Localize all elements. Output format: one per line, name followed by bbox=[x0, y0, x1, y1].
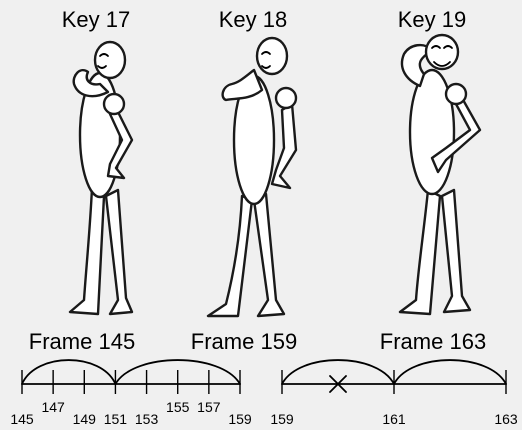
timeline-0-tick-label-149: 149 bbox=[73, 411, 97, 427]
figure-key-19-head bbox=[424, 33, 460, 71]
timeline-1-tick-label-159: 159 bbox=[270, 411, 294, 427]
figure-key-18-head bbox=[255, 36, 289, 76]
timeline-1-arc-1 bbox=[393, 359, 507, 385]
figure-key-17-shoulder bbox=[102, 92, 126, 116]
timeline-1-arc-0 bbox=[281, 359, 395, 385]
figure-key-18-arm-raised bbox=[221, 68, 264, 102]
figure-key-17-leg-right bbox=[104, 188, 134, 316]
figure-key-17-leg-left bbox=[68, 186, 106, 316]
figure-key-18-leg-left bbox=[206, 194, 254, 318]
figure-key-18-leg-right bbox=[252, 192, 286, 318]
figure-key-19-leg-left bbox=[398, 188, 442, 316]
frame-145-label: Frame 145 bbox=[29, 329, 135, 354]
timeline-0-arc-1 bbox=[114, 359, 241, 385]
timeline-0-tick-label-157: 157 bbox=[197, 399, 221, 415]
timeline-0-tick-label-147: 147 bbox=[41, 399, 65, 415]
timeline-0-tick-label-159: 159 bbox=[228, 411, 252, 427]
figure-key-19-face bbox=[431, 45, 453, 67]
timeline-0-tick-label-145: 145 bbox=[10, 411, 34, 427]
figure-key-17 bbox=[68, 40, 134, 316]
frame-159-label: Frame 159 bbox=[191, 329, 297, 354]
timeline-0-tick-label-155: 155 bbox=[166, 399, 190, 415]
key-18-title: Key 18 bbox=[219, 7, 288, 32]
timeline-0-tick-label-153: 153 bbox=[135, 411, 159, 427]
timeline-0-tick-label-151: 151 bbox=[104, 411, 128, 427]
figure-key-19-arm-raised bbox=[400, 43, 434, 88]
timeline-1-tick-label-161: 161 bbox=[382, 411, 406, 427]
timeline-1-tick-label-163: 163 bbox=[494, 411, 518, 427]
timeline-0-arc-0 bbox=[21, 359, 117, 385]
figure-key-17-arm-hip bbox=[106, 106, 134, 180]
timeline-frames-159-163: 159 161 163 bbox=[270, 359, 518, 427]
timeline-frames-145-159: 145 147 149 151 153 155 157 159 bbox=[10, 359, 252, 427]
figure-key-19-shoulder bbox=[444, 82, 468, 106]
key-19-title: Key 19 bbox=[398, 7, 467, 32]
figure-key-18-arm-hip bbox=[270, 102, 298, 190]
figure-key-19-arm-hip bbox=[430, 96, 482, 174]
figure-key-17-head bbox=[93, 40, 127, 80]
figure-key-17-face bbox=[97, 53, 109, 69]
key-17-title: Key 17 bbox=[62, 7, 131, 32]
frame-163-label: Frame 163 bbox=[380, 329, 486, 354]
figure-key-17-arm-raised bbox=[72, 69, 110, 98]
figure-key-18-face bbox=[261, 51, 271, 69]
timeline-1-cross-marker bbox=[329, 375, 347, 393]
figure-key-18-shoulder bbox=[274, 86, 298, 110]
figure-key-19 bbox=[398, 33, 482, 316]
figure-key-18 bbox=[206, 36, 298, 318]
figure-key-19-leg-right bbox=[440, 188, 472, 314]
